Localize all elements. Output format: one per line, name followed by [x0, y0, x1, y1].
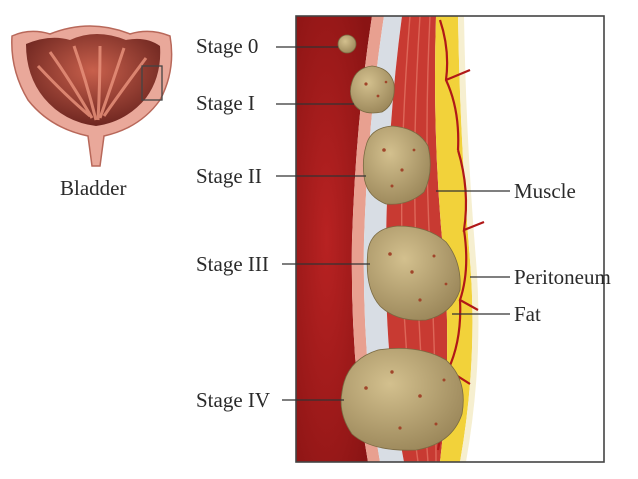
tumor-stage-1: [350, 65, 395, 114]
stage-1-label: Stage I: [196, 91, 255, 115]
bladder-illustration: [11, 25, 173, 167]
fat-layer: [435, 16, 473, 462]
bladder-label: Bladder: [60, 176, 127, 200]
peritoneum-label: Peritoneum: [514, 265, 611, 289]
bladder-interior: [26, 34, 161, 126]
muscle-label: Muscle: [514, 179, 576, 203]
tumor-stage-2: [362, 125, 431, 205]
stage-0-label: Stage 0: [196, 34, 259, 58]
bladder-zoom-box: [141, 65, 163, 101]
tumor-stage-4: [340, 348, 464, 451]
stage-2-label: Stage II: [196, 164, 262, 188]
leader-lines: [276, 46, 510, 401]
tumors: [337, 34, 464, 451]
bladder-lumen: [296, 16, 372, 462]
peritoneum-layer: [458, 16, 479, 462]
bladder-folds: [36, 45, 148, 121]
fat-label: Fat: [514, 302, 541, 326]
bladder-lining: [351, 16, 384, 462]
cross-section-frame: [295, 15, 605, 463]
stage-4-label: Stage IV: [196, 388, 271, 412]
tumor-stage-0: [337, 34, 357, 54]
stage-3-label: Stage III: [196, 252, 269, 276]
tumor-stage-3: [366, 225, 461, 321]
